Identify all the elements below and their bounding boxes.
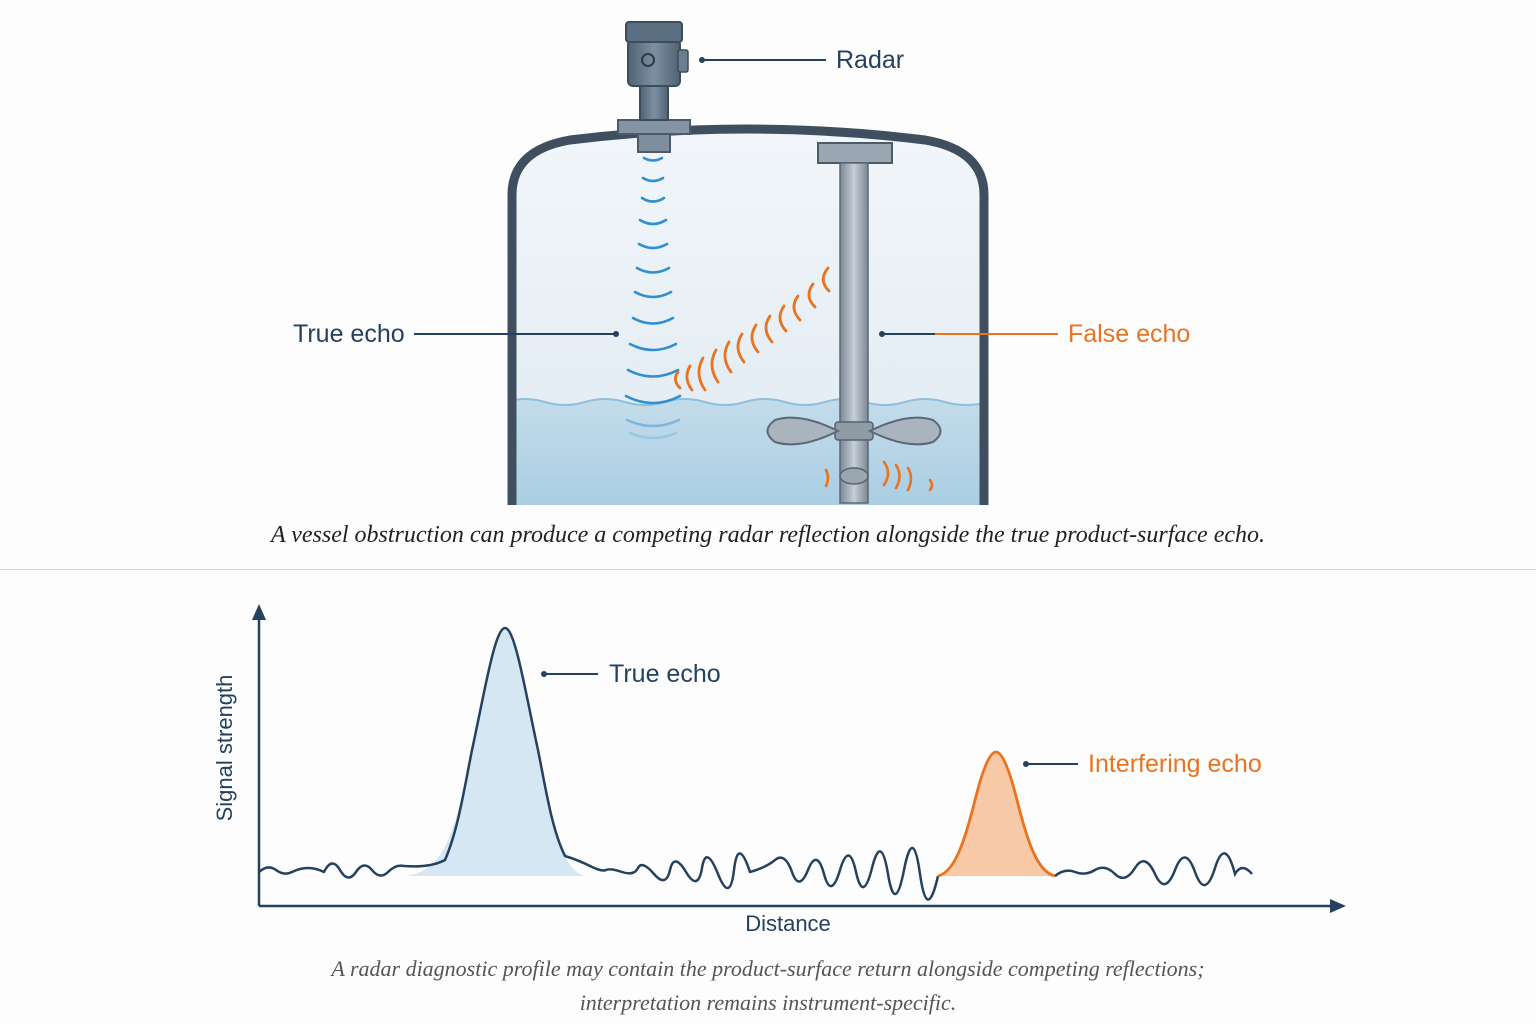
section-divider	[0, 569, 1536, 570]
profile-caption: A radar diagnostic profile may contain t…	[0, 952, 1536, 1020]
y-axis-arrow-icon	[252, 604, 266, 620]
vessel-caption: A vessel obstruction can produce a compe…	[270, 522, 1266, 548]
chart-true-echo-callout: True echo	[541, 660, 721, 688]
false-echo-callout: False echo	[879, 320, 1190, 348]
echo-profile-chart: Signal strength Distance True echo Inter…	[212, 604, 1346, 936]
interfering-echo-trace	[937, 750, 1056, 878]
y-axis-label: Signal strength	[212, 675, 237, 822]
impeller-echo-waves	[824, 460, 934, 492]
chart-true-echo-label: True echo	[609, 660, 721, 688]
chart-interfering-echo-label: Interfering echo	[1088, 750, 1262, 778]
profile-caption-line-1: A radar diagnostic profile may contain t…	[331, 956, 1205, 981]
x-axis-label: Distance	[745, 911, 831, 936]
true-echo-callout: True echo	[293, 320, 619, 348]
true-echo-trace	[258, 626, 940, 901]
interfering-echo-peak	[938, 752, 1055, 876]
vessel	[507, 124, 989, 505]
radar-icon	[617, 21, 691, 153]
noise-tail-trace	[1054, 852, 1253, 887]
radar-callout: Radar	[699, 46, 904, 74]
impeller-blade-right	[867, 416, 942, 446]
radar-label: Radar	[836, 46, 904, 74]
vessel-wall	[507, 124, 989, 505]
false-echo-waves	[674, 266, 831, 392]
impeller-blade-left	[766, 416, 841, 446]
false-echo-label: False echo	[1068, 320, 1190, 348]
true-echo-waves	[624, 156, 682, 440]
agitator-obstruction	[766, 142, 942, 504]
x-axis-arrow-icon	[1330, 899, 1346, 913]
true-echo-label: True echo	[293, 320, 405, 348]
chart-interfering-echo-callout: Interfering echo	[1023, 750, 1262, 778]
liquid-product	[512, 398, 984, 505]
true-echo-peak	[405, 628, 585, 876]
profile-caption-line-2: interpretation remains instrument-specif…	[579, 990, 957, 1015]
